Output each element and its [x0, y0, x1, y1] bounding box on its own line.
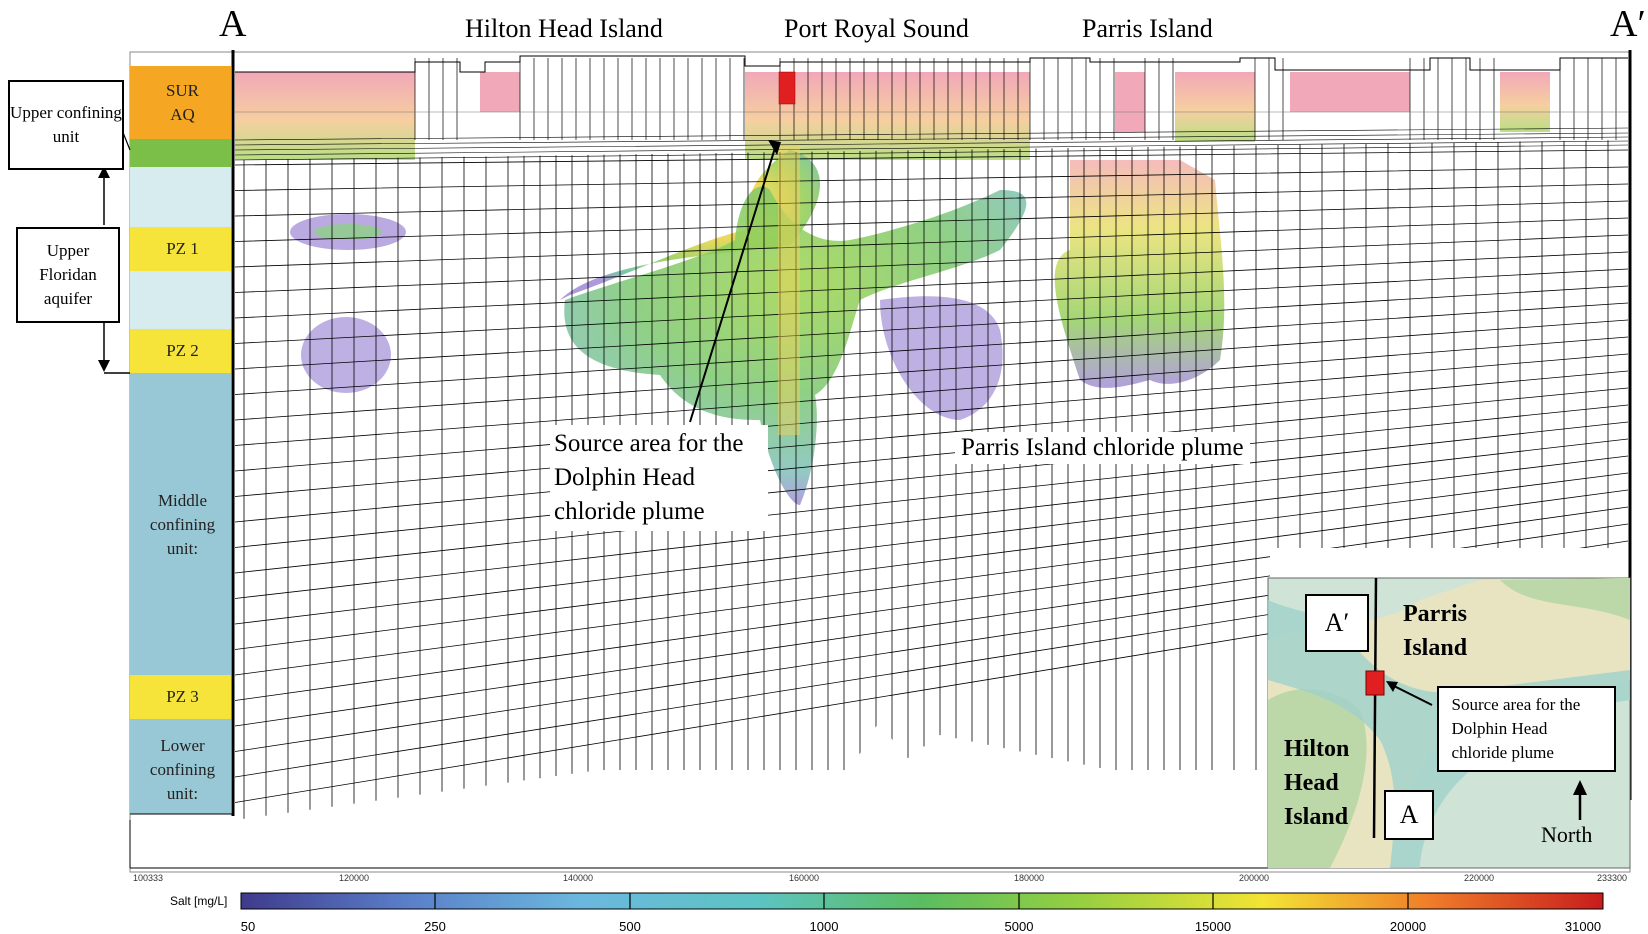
source-annotation: Source area for the Dolphin Head chlorid… — [550, 425, 768, 531]
x-tick: 200000 — [1238, 873, 1270, 883]
source-area-marker — [778, 71, 796, 105]
x-tick: 220000 — [1463, 873, 1495, 883]
colorbar-tick: 15000 — [1194, 919, 1232, 934]
hydro-units-column — [130, 50, 1632, 816]
colorbar-tick: 1000 — [809, 919, 839, 934]
colorbar-tick: 20000 — [1389, 919, 1427, 934]
parris-island-plume — [1054, 160, 1225, 388]
section-label-a-prime: A′ — [1610, 3, 1646, 45]
unit-pz2: PZ 2 — [166, 341, 199, 360]
unit-lower-confining: Lower confining unit: — [149, 736, 216, 803]
colorbar-tick: 5000 — [1004, 919, 1034, 934]
x-tick: 100333 — [132, 873, 164, 883]
salt-colorbar — [240, 892, 1604, 910]
inset-north-label: North — [1541, 822, 1593, 847]
colorbar-tick: 31000 — [1564, 919, 1602, 934]
confining-lines — [234, 111, 1629, 161]
model-grid — [235, 140, 1628, 820]
inset-a-prime-box: A′ — [1305, 594, 1369, 652]
inset-section-line — [1372, 577, 1378, 839]
upper-floridan-label: Upper Floridan aquifer — [39, 241, 97, 308]
source-column — [778, 145, 800, 435]
inset-source-box: Source area for the Dolphin Head chlorid… — [1437, 686, 1616, 772]
x-tick: 233300 — [1596, 873, 1628, 883]
inset-source-marker — [1365, 670, 1385, 696]
colorbar-tick: 50 — [240, 919, 256, 934]
source-leader-line — [689, 147, 776, 423]
x-tick: 180000 — [1013, 873, 1045, 883]
arrow-icon — [768, 140, 781, 155]
north-arrow-icon — [1573, 780, 1587, 795]
unit-sur-aq: SUR AQ — [165, 81, 200, 124]
land-surface-outline — [235, 55, 1628, 73]
x-tick: 120000 — [338, 873, 370, 883]
place-parris-island: Parris Island — [1082, 14, 1213, 43]
x-tick: 160000 — [788, 873, 820, 883]
upper-floridan-box: Upper Floridan aquifer — [16, 227, 120, 323]
upper-confining-label: Upper confining unit — [10, 103, 122, 146]
arrow-down-icon — [98, 360, 110, 372]
inset-parris-label: Parris Island — [1403, 601, 1468, 661]
colorbar-tick: 250 — [424, 919, 446, 934]
arrow-up-icon — [98, 166, 110, 178]
x-tick: 140000 — [562, 873, 594, 883]
inset-hilton-label: Hilton Head Island — [1284, 736, 1350, 830]
section-label-a: A — [219, 3, 247, 45]
unit-middle-confining: Middle confining unit: — [149, 491, 216, 558]
dolphin-head-plume — [560, 150, 820, 300]
place-hilton-head: Hilton Head Island — [465, 14, 663, 43]
upper-confining-box: Upper confining unit — [8, 80, 124, 170]
colorbar-label: Salt [mg/L] — [170, 894, 228, 908]
surficial-aquifer-band — [235, 72, 1550, 160]
inset-a-box: A — [1384, 790, 1434, 840]
unit-pz1: PZ 1 — [166, 239, 199, 258]
unit-pz3: PZ 3 — [166, 687, 199, 706]
parris-plume-annotation: Parris Island chloride plume — [955, 432, 1250, 464]
place-port-royal: Port Royal Sound — [784, 14, 969, 43]
colorbar-tick: 500 — [619, 919, 641, 934]
